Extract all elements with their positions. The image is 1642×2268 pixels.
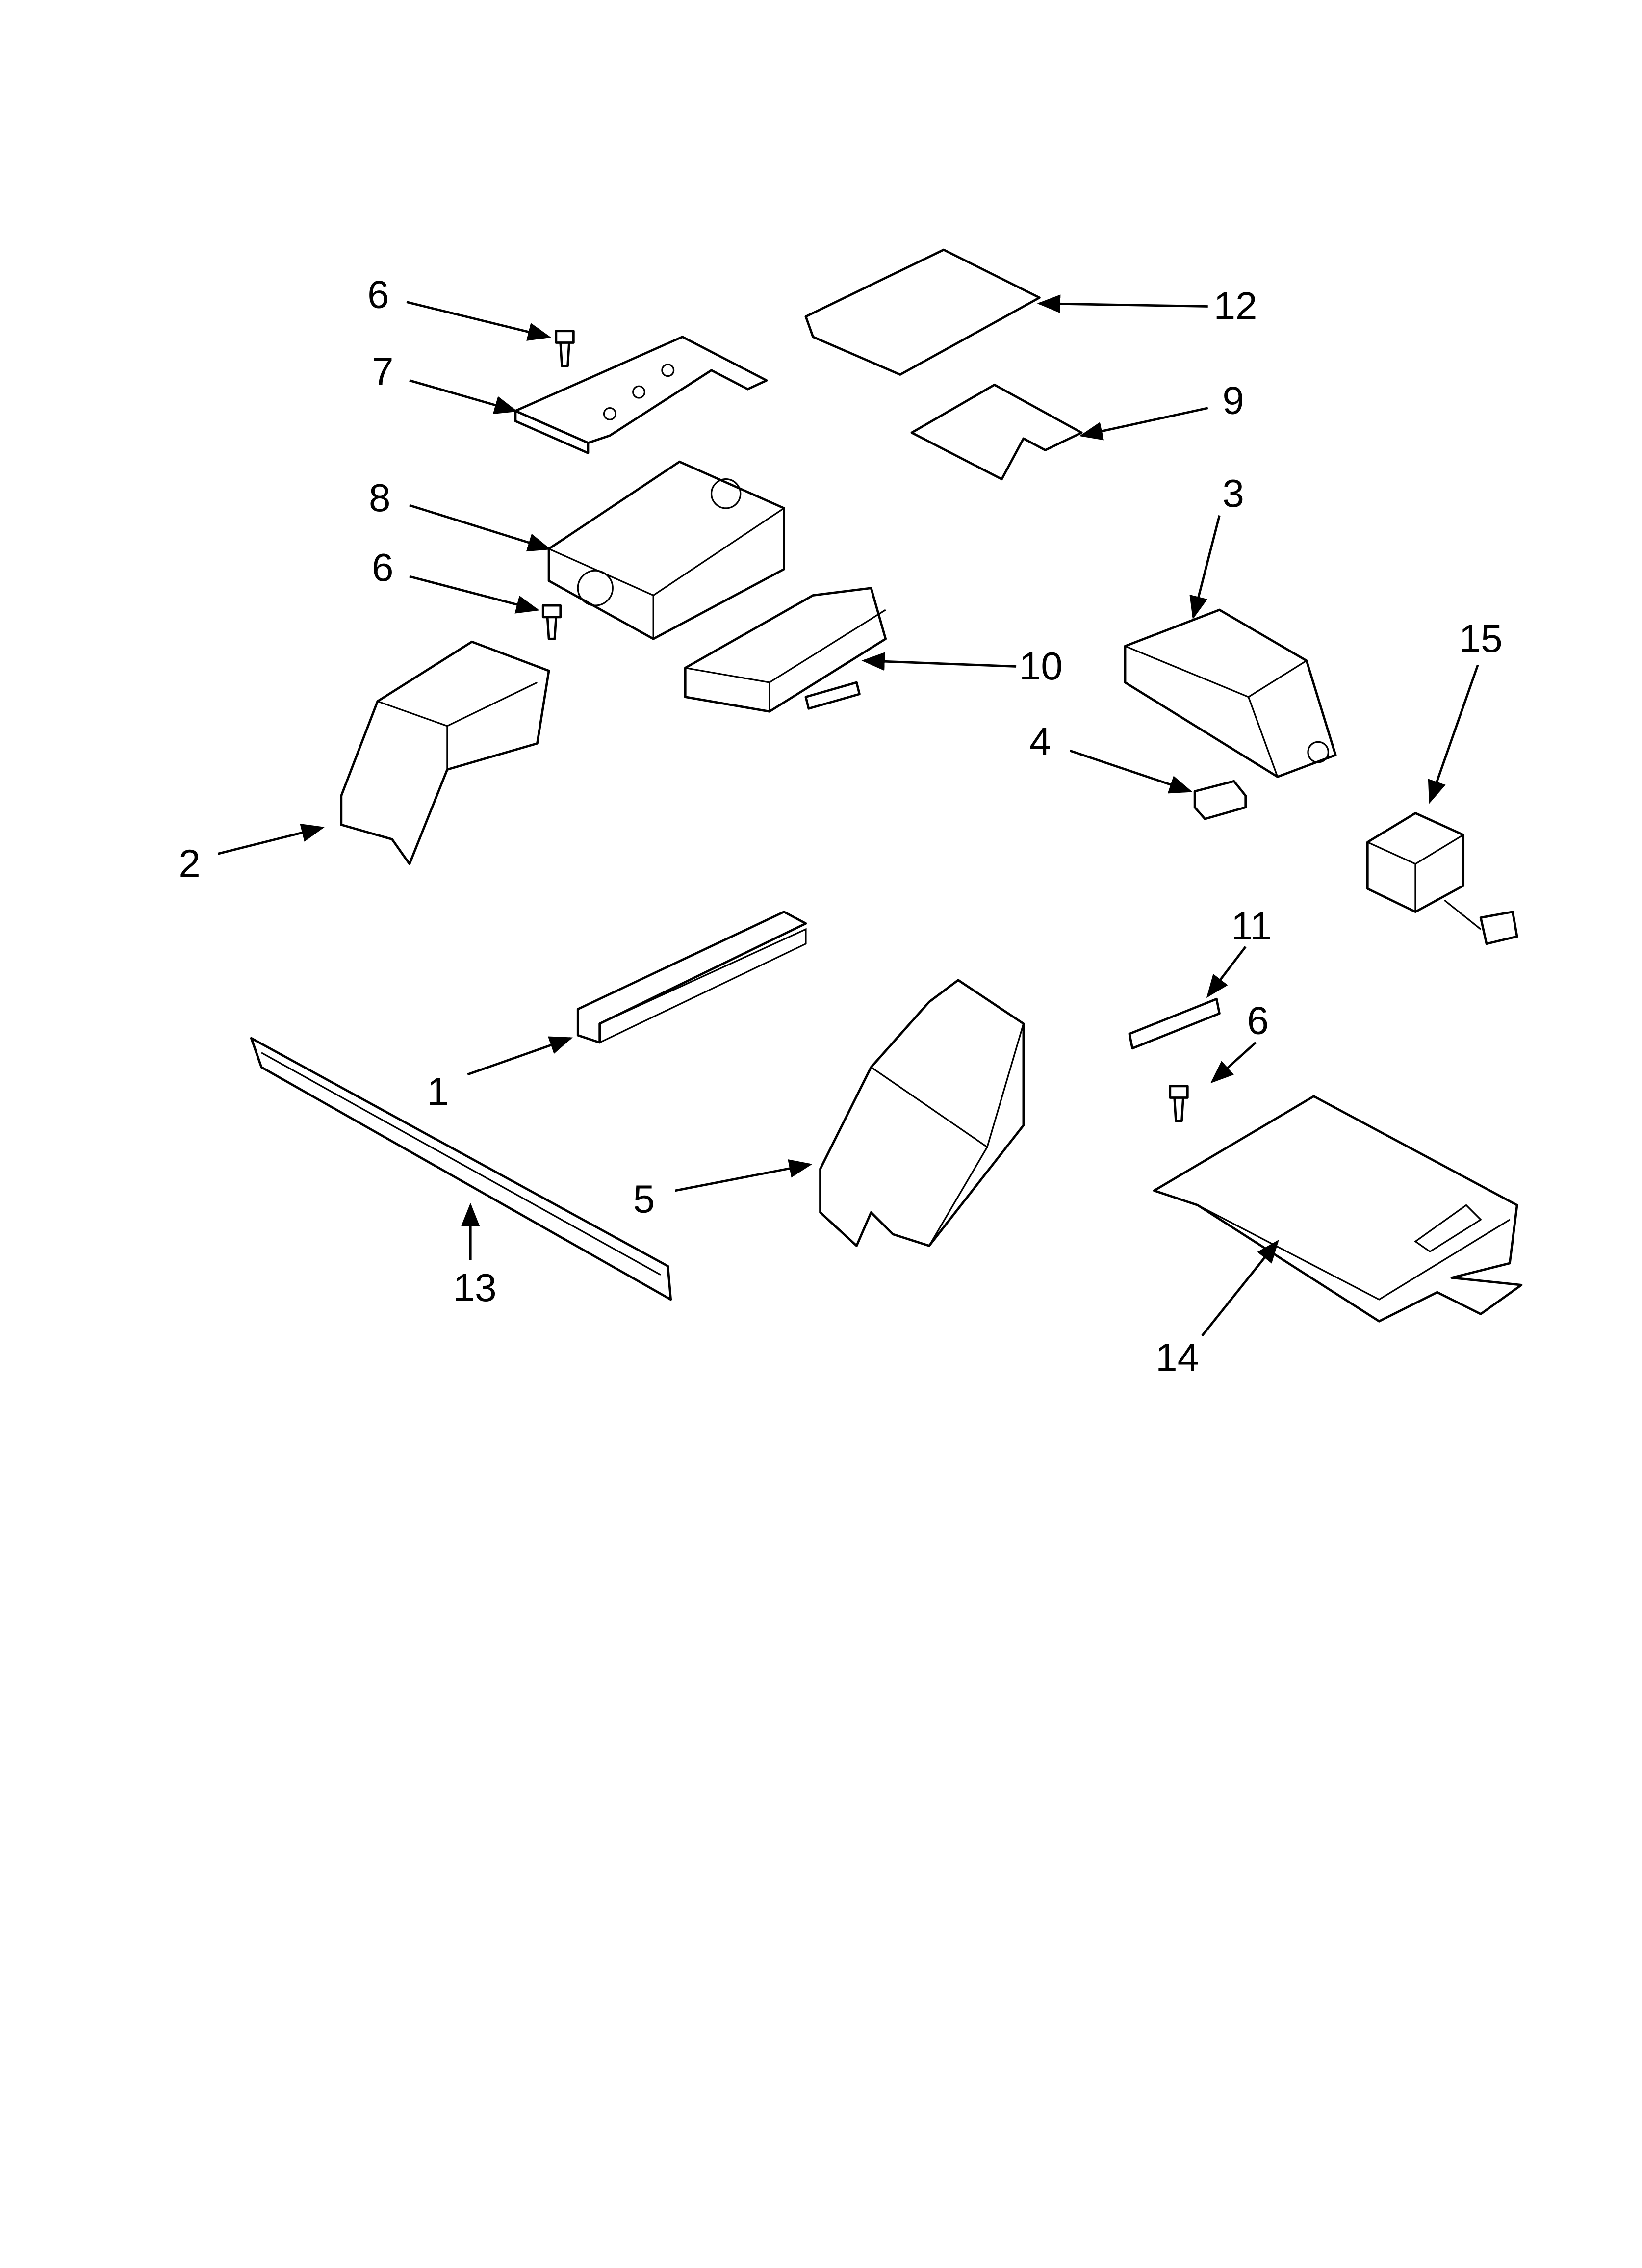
part-5-heat-shield bbox=[819, 979, 1025, 1247]
callout-8: 8 bbox=[369, 476, 390, 520]
part-7-bracket bbox=[514, 336, 768, 454]
part-9-insulation bbox=[910, 383, 1083, 481]
callout-3: 3 bbox=[1222, 471, 1244, 515]
part-3-valve bbox=[1124, 608, 1337, 778]
part-4-connector bbox=[1193, 780, 1247, 820]
callout-6: 6 bbox=[367, 272, 389, 316]
callout-5: 5 bbox=[633, 1177, 655, 1221]
callout-2: 2 bbox=[179, 842, 200, 886]
callout-15: 15 bbox=[1459, 617, 1503, 660]
callout-12: 12 bbox=[1214, 284, 1257, 328]
screw-icon bbox=[1169, 1085, 1189, 1122]
callout-10: 10 bbox=[1019, 644, 1063, 688]
callout-9: 9 bbox=[1222, 379, 1244, 422]
part-11-clip bbox=[1128, 997, 1221, 1050]
part-13-rail bbox=[250, 1037, 672, 1301]
callout-14: 14 bbox=[1155, 1335, 1199, 1379]
callout-13: 13 bbox=[453, 1266, 497, 1309]
part-1-channel bbox=[576, 911, 807, 1044]
part-12-cover bbox=[804, 248, 1041, 376]
callout-6: 6 bbox=[372, 546, 393, 589]
callout-4: 4 bbox=[1029, 720, 1051, 763]
leader-arrows bbox=[217, 294, 1479, 1337]
part-10-terminal-block bbox=[684, 587, 887, 713]
screw-icon bbox=[541, 604, 562, 640]
part-14-shield bbox=[1153, 1095, 1523, 1323]
part-2-duct bbox=[340, 640, 550, 865]
part-8-box bbox=[547, 460, 785, 640]
callout-11: 11 bbox=[1231, 904, 1272, 948]
callout-6: 6 bbox=[1247, 998, 1269, 1042]
screw-icon bbox=[555, 330, 575, 367]
callout-1: 1 bbox=[427, 1069, 448, 1113]
part-15-transformer bbox=[1366, 812, 1518, 945]
callout-7: 7 bbox=[372, 349, 393, 393]
